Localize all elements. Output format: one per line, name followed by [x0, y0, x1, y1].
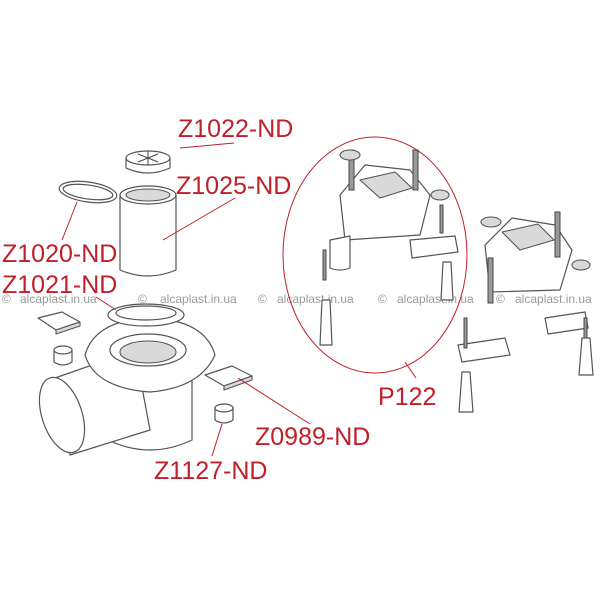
leg-set-screw [463, 317, 468, 349]
watermark-symbol: © [496, 292, 505, 306]
watermark-symbol: © [258, 292, 267, 306]
part-z1021-seal [107, 303, 185, 327]
part-labels: Z1022-ND Z1025-ND Z1020-ND Z1021-ND P122… [2, 115, 436, 485]
tube-top-inner [125, 188, 171, 202]
leg-set-wall-plug [458, 371, 474, 413]
leg-set-nut [480, 216, 502, 228]
part-z1127-plug [214, 403, 234, 424]
leader-z1021 [95, 296, 117, 311]
oring-inner [62, 183, 114, 201]
p122-screw [322, 249, 327, 281]
watermark-strip: © alcaplast.in.ua © alcaplast.in.ua © al… [2, 292, 592, 306]
leader-lines [61, 142, 417, 457]
drain-body [38, 317, 216, 456]
label-z1021: Z1021-ND [2, 271, 117, 299]
watermark-text: alcaplast.in.ua [160, 292, 237, 306]
p122-wall-plug [440, 261, 454, 301]
part-z0989-clip-left [37, 311, 81, 335]
plug-left-top [53, 345, 73, 355]
insert-cross [137, 151, 159, 165]
leg-set-foot [544, 311, 589, 335]
leader-z1020 [61, 201, 78, 241]
outlet-opening [38, 376, 86, 454]
label-p122: P122 [378, 383, 436, 411]
clip-left-edge [55, 321, 81, 335]
watermark-text: alcaplast.in.ua [20, 292, 97, 306]
tube-body [119, 194, 177, 277]
label-z1020: Z1020-ND [2, 240, 117, 268]
watermark-symbol: © [138, 292, 147, 306]
label-z1025: Z1025-ND [176, 172, 291, 200]
p122-threaded-rod [412, 149, 419, 191]
watermark-symbol: © [2, 292, 11, 306]
part-p122-leg-set [282, 136, 468, 374]
watermark-symbol: © [378, 292, 387, 306]
leg-set-bracket-top [501, 223, 555, 251]
leg-set-threaded-rod [487, 257, 494, 304]
watermark-text: alcaplast.in.ua [397, 292, 474, 306]
part-z1025-tube [119, 185, 177, 277]
plug-top [214, 403, 234, 413]
leg-set-foot [457, 337, 511, 363]
label-z1022: Z1022-ND [178, 115, 293, 143]
leg-set-nut [571, 259, 591, 271]
leg-set-wall-plug [578, 337, 594, 376]
p122-leg-foot-left [329, 235, 351, 271]
clip-edge [223, 375, 253, 391]
leader-p122 [404, 361, 417, 379]
part-z1127-plug-left [53, 345, 73, 366]
watermark-text: alcaplast.in.ua [277, 292, 354, 306]
p122-screw [439, 204, 444, 234]
watermark-text: alcaplast.in.ua [515, 292, 592, 306]
part-z1022-insert [125, 150, 171, 174]
leader-z1022 [179, 142, 235, 149]
leg-set-threaded-rod [554, 211, 561, 258]
leg-set-right [457, 211, 594, 413]
leader-z1025 [162, 197, 236, 241]
p122-highlight-ellipse [282, 136, 468, 374]
p122-wall-plug [319, 299, 333, 346]
label-z1127: Z1127-ND [154, 457, 267, 485]
p122-nut [339, 149, 361, 161]
p122-nut [430, 189, 450, 201]
part-z0989-clip [204, 365, 253, 391]
leader-z0989 [237, 377, 311, 425]
p122-leg-foot-right [409, 235, 459, 259]
seal-ring-inner [115, 305, 177, 321]
label-z0989: Z0989-ND [255, 423, 370, 451]
p122-bracket-top [359, 171, 413, 199]
drain-inlet-hole [119, 340, 177, 364]
part-z1020-oring [58, 180, 118, 204]
leader-z1127 [211, 423, 223, 457]
